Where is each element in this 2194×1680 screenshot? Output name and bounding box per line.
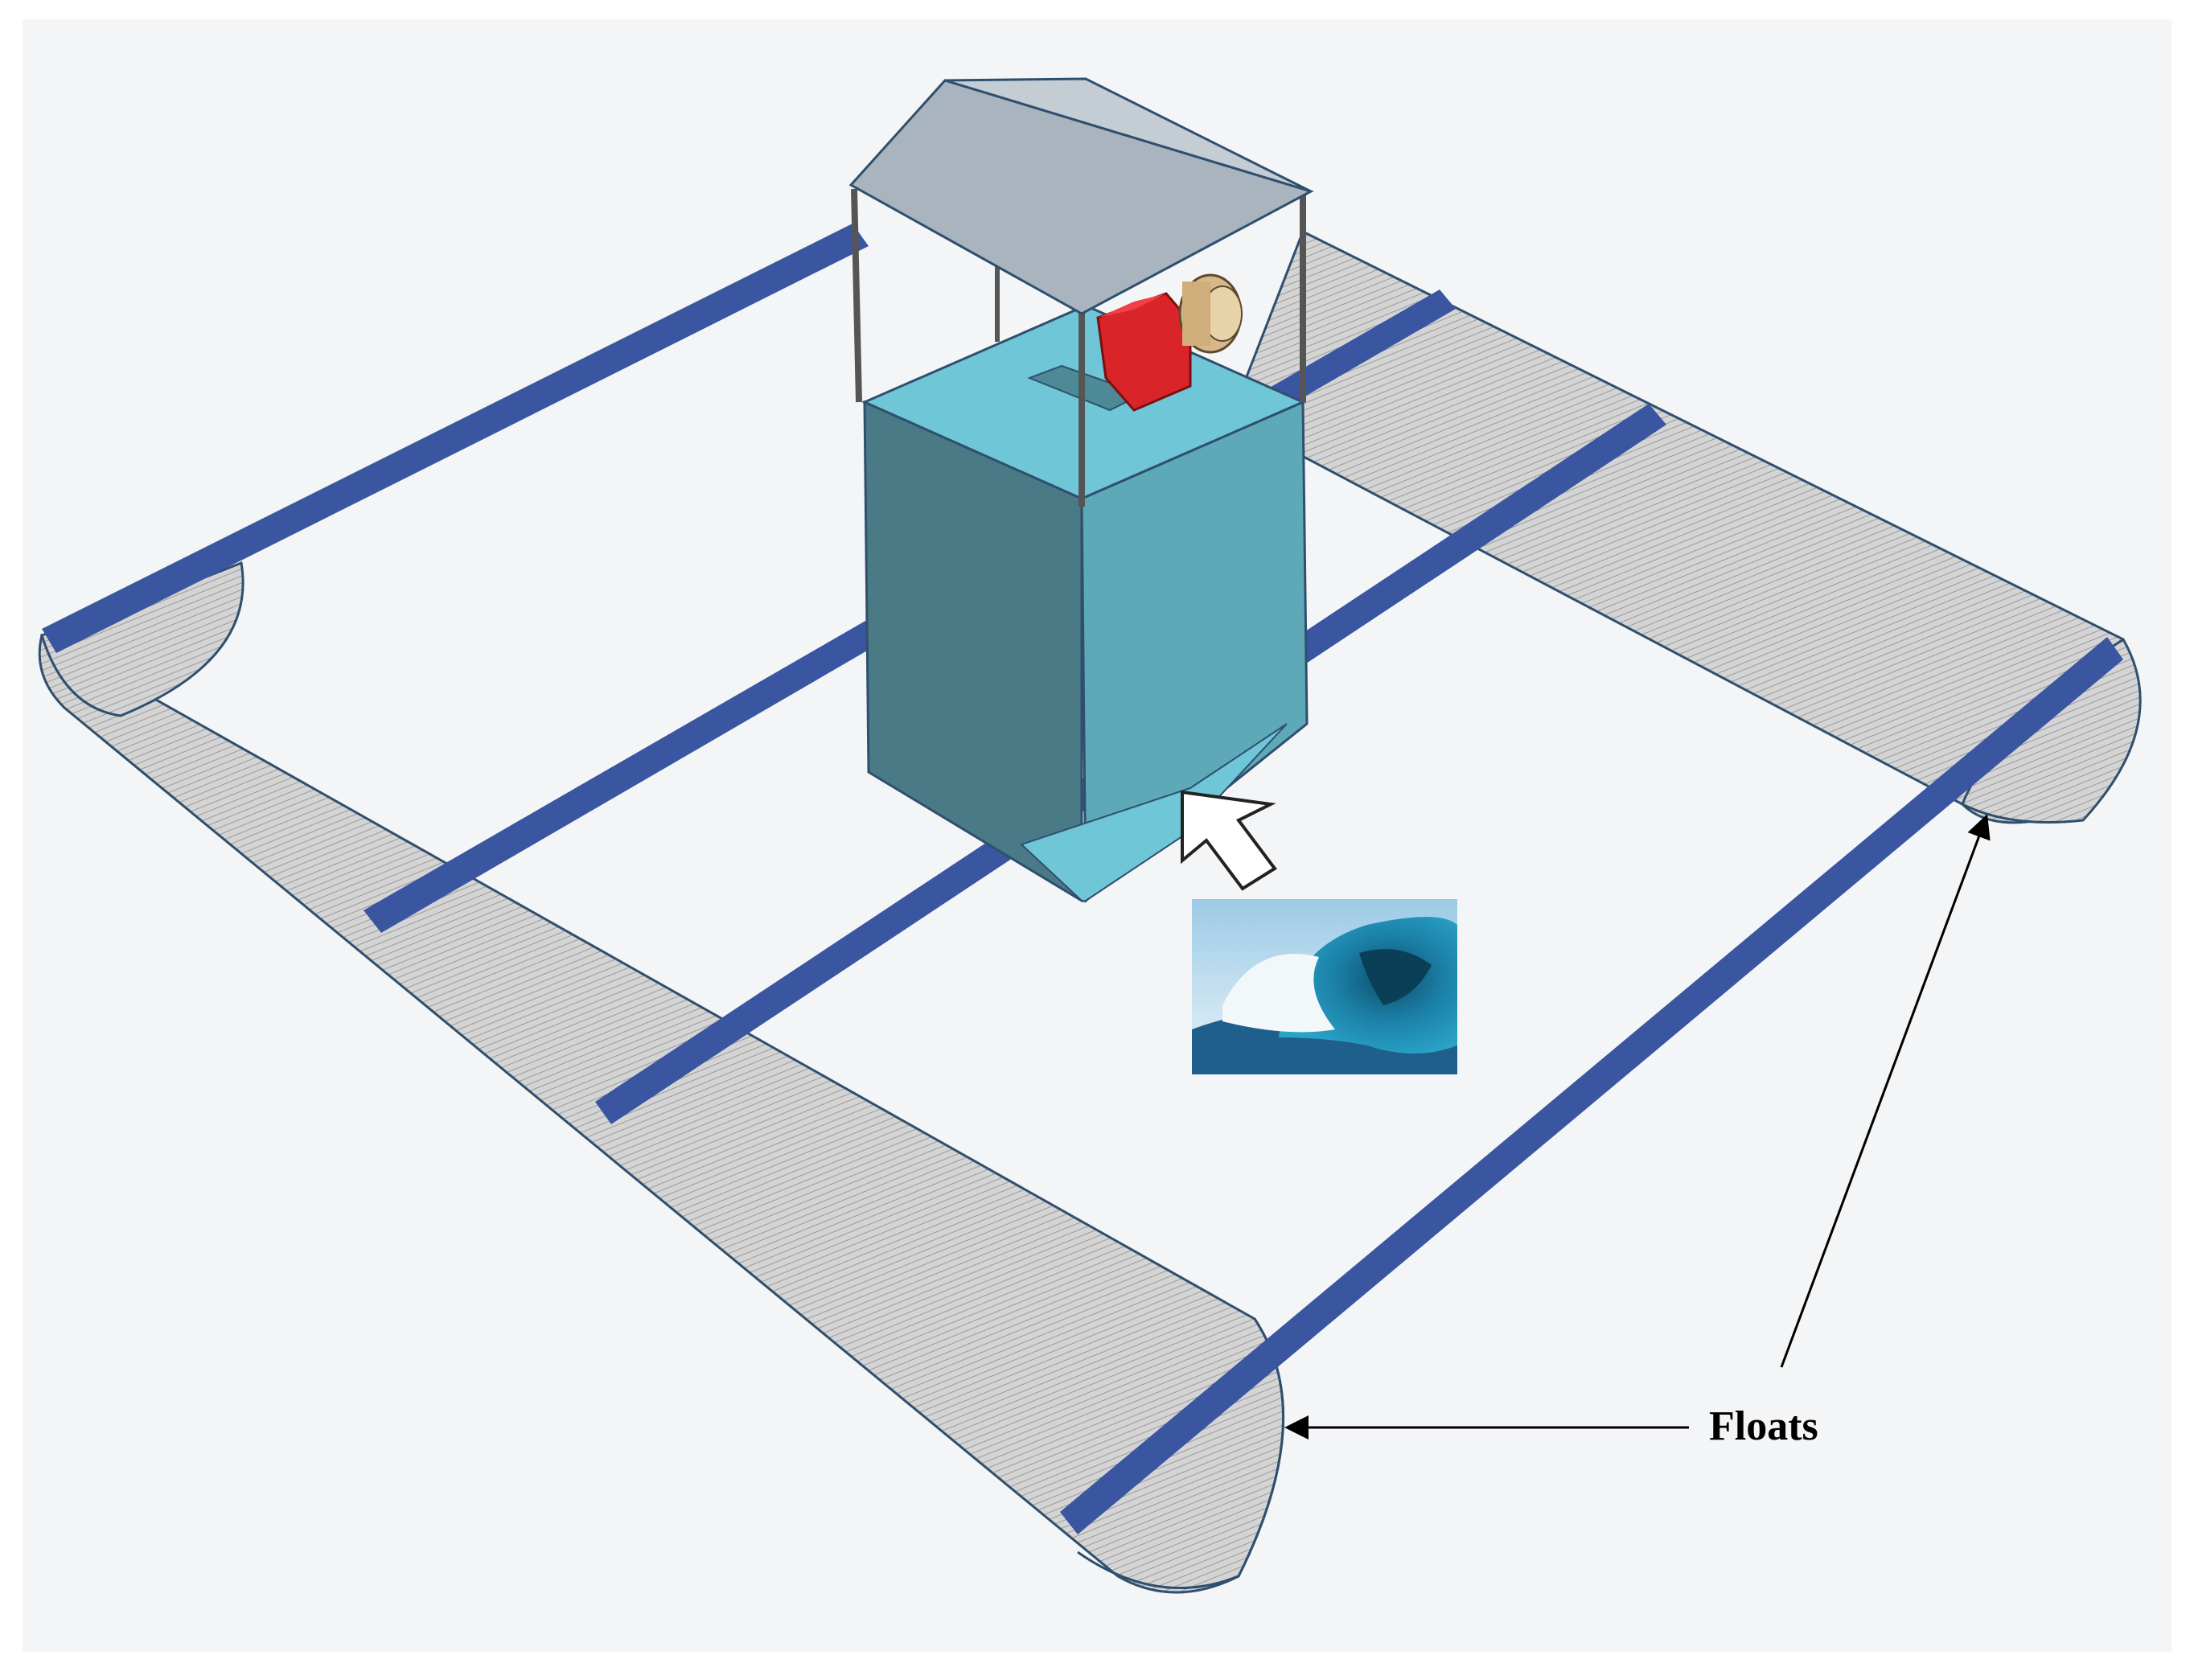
float-right [1229, 229, 2142, 824]
beam-front-right [1060, 637, 2123, 1534]
turbine [1178, 273, 1243, 354]
floats-label: Floats [1709, 1403, 1818, 1449]
hollow-arrow-icon [1181, 790, 1277, 891]
roof-structure [848, 77, 1314, 507]
float-left [38, 561, 1284, 1594]
generator [1096, 292, 1192, 412]
pointer-arrow-icon [1284, 814, 1991, 1440]
ocean-wave-image [1192, 899, 1457, 1074]
beam-back-left [42, 224, 869, 653]
